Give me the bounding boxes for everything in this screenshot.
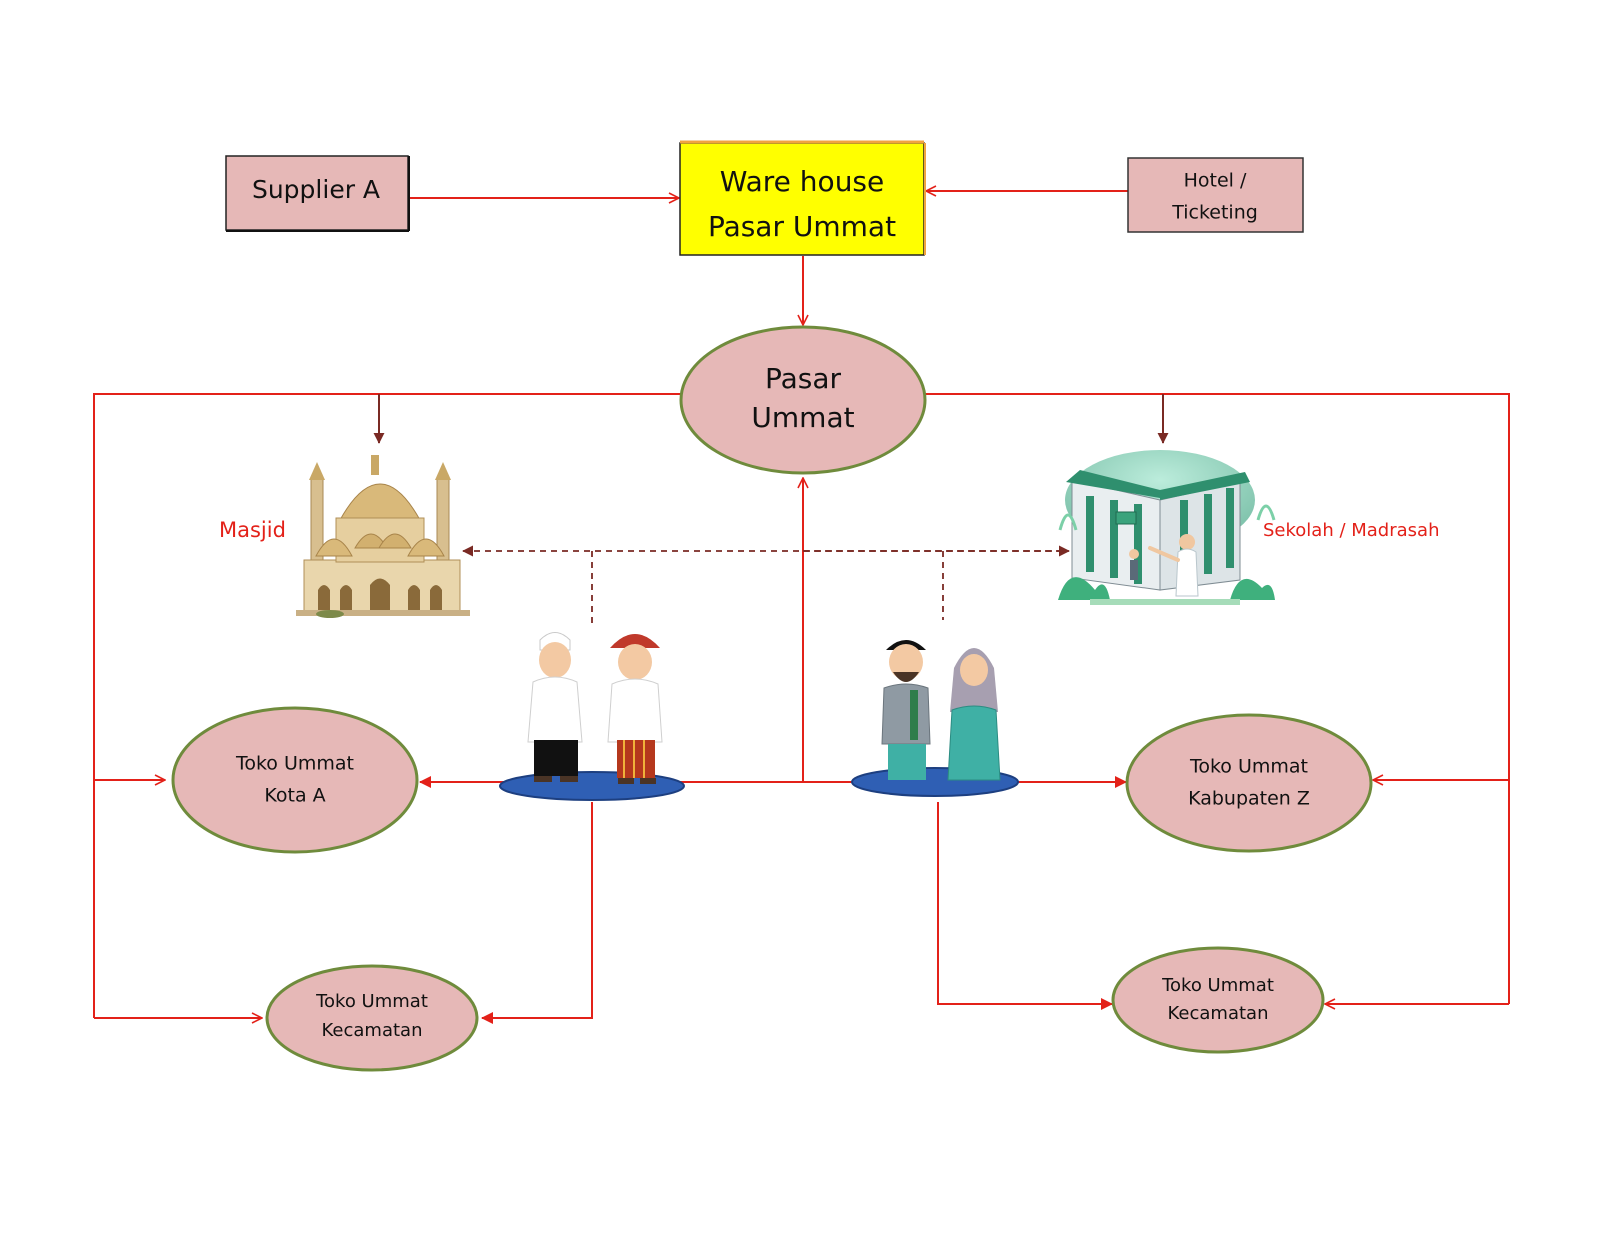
school-icon <box>1058 450 1276 605</box>
boys-icon <box>499 632 685 801</box>
toko-kab-line1: Toko Ummat <box>1189 756 1308 778</box>
line-couple-to-kec-right <box>937 802 1113 1010</box>
toko-kec-left-line1: Toko Ummat <box>315 991 428 1012</box>
warehouse-label-line2: Pasar Ummat <box>708 210 896 243</box>
line-pasar-right-loop <box>925 393 1510 1004</box>
couple-icon <box>851 640 1019 797</box>
pasar-label-line2: Ummat <box>751 401 854 434</box>
toko-kota-line1: Toko Ummat <box>235 753 354 775</box>
toko-kec-right-line2: Kecamatan <box>1168 1003 1269 1024</box>
toko-kec-right-line1: Toko Ummat <box>1161 975 1274 996</box>
pasar-label-line1: Pasar <box>765 362 842 395</box>
hotel-box: Hotel / Ticketing <box>1127 157 1304 233</box>
toko-kab-line2: Kabupaten Z <box>1188 788 1310 810</box>
supplier-label: Supplier A <box>252 175 380 204</box>
sekolah-label: Sekolah / Madrasah <box>1263 520 1439 541</box>
hotel-label-line2: Ticketing <box>1171 202 1258 224</box>
pasar-ummat-node: Pasar Ummat <box>679 325 927 475</box>
toko-kec-left-line2: Kecamatan <box>322 1020 423 1041</box>
supplier-box: Supplier A <box>225 155 410 232</box>
line-boys-to-kec-left <box>481 802 593 1024</box>
line-pasar-left-loop <box>93 393 681 1018</box>
toko-kab-node: Toko Ummat Kabupaten Z <box>1125 713 1373 853</box>
toko-kec-left-node: Toko Ummat Kecamatan <box>265 964 479 1072</box>
toko-kota-node: Toko Ummat Kota A <box>171 706 419 854</box>
warehouse-box: Ware house Pasar Ummat <box>679 140 926 256</box>
toko-kec-right-node: Toko Ummat Kecamatan <box>1111 946 1325 1054</box>
warehouse-label-line1: Ware house <box>720 165 885 198</box>
mosque-icon <box>296 455 470 618</box>
toko-kota-line2: Kota A <box>264 785 325 807</box>
masjid-label: Masjid <box>219 518 286 542</box>
hotel-label-line1: Hotel / <box>1184 170 1247 192</box>
